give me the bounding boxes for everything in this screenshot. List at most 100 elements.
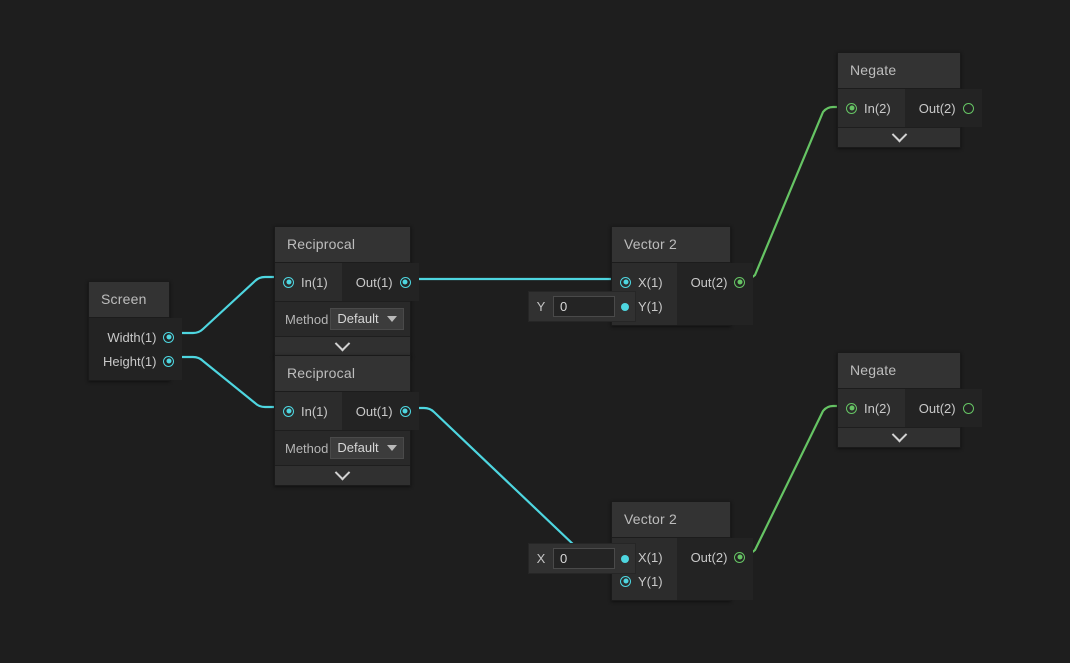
node-body: In(1) Out(1) bbox=[275, 392, 419, 430]
input-port-label: In(2) bbox=[864, 400, 891, 416]
input-port-label: Y(1) bbox=[638, 573, 663, 589]
widget-y[interactable]: Y bbox=[528, 291, 636, 322]
method-dropdown-value: Default bbox=[337, 311, 379, 326]
input-port-column: In(2) bbox=[838, 89, 905, 127]
output-port-column: Out(1) bbox=[341, 392, 419, 430]
port-out2-vector2[interactable] bbox=[962, 402, 974, 414]
output-port-column: Width(1) Height(1) bbox=[89, 318, 183, 380]
output-port-label: Out(2) bbox=[918, 100, 956, 116]
port-y1-float[interactable] bbox=[620, 575, 631, 587]
node-body: In(2) Out(2) bbox=[838, 389, 982, 427]
chevron-down-icon bbox=[891, 426, 907, 443]
wire-vector2-top-to-negate-top[interactable] bbox=[723, 105, 848, 281]
chevron-down-icon bbox=[334, 464, 351, 481]
input-port-label: In(2) bbox=[864, 100, 891, 116]
value-widget-input[interactable] bbox=[553, 548, 615, 569]
input-row[interactable]: X(1) bbox=[612, 270, 677, 294]
input-row[interactable]: Y(1) bbox=[612, 569, 677, 593]
input-port-label: In(1) bbox=[301, 274, 328, 290]
port-out1-float[interactable] bbox=[399, 405, 411, 417]
output-row[interactable]: Out(2) bbox=[905, 96, 982, 120]
node-collapse-bar[interactable] bbox=[838, 126, 960, 147]
output-row[interactable]: Out(2) bbox=[905, 396, 982, 420]
chevron-down-icon bbox=[891, 126, 907, 143]
port-in1-float[interactable] bbox=[283, 405, 294, 417]
port-in2-vector2[interactable] bbox=[846, 102, 857, 114]
chevron-down-icon bbox=[386, 315, 397, 322]
output-port-label: Out(2) bbox=[918, 400, 956, 416]
input-port-label: X(1) bbox=[638, 274, 663, 290]
output-row[interactable]: Out(2) bbox=[677, 545, 754, 569]
output-port-column: Out(2) bbox=[904, 389, 982, 427]
input-port-label: In(1) bbox=[301, 403, 328, 419]
input-row[interactable]: In(2) bbox=[838, 396, 905, 420]
port-in1-float[interactable] bbox=[283, 276, 294, 288]
method-dropdown[interactable]: Default bbox=[330, 308, 404, 330]
port-out1-float[interactable] bbox=[399, 276, 411, 288]
wire-vector2-bottom-to-negate-bottom[interactable] bbox=[723, 404, 848, 556]
input-port-label: Y(1) bbox=[638, 298, 663, 314]
property-row-method: Method Default bbox=[275, 301, 410, 336]
output-port-label: Width(1) bbox=[107, 329, 157, 345]
input-row[interactable]: In(1) bbox=[275, 399, 342, 423]
method-dropdown-value: Default bbox=[337, 440, 379, 455]
output-port-label: Out(2) bbox=[690, 274, 728, 290]
node-title-negate-top: Negate bbox=[838, 53, 960, 89]
value-widget-port[interactable] bbox=[621, 302, 629, 311]
output-port-label: Out(2) bbox=[690, 549, 728, 565]
node-collapse-bar[interactable] bbox=[838, 426, 960, 447]
input-row[interactable]: In(2) bbox=[838, 96, 905, 120]
node-collapse-bar[interactable] bbox=[275, 335, 410, 356]
node-body: In(1) Out(1) bbox=[275, 263, 419, 301]
node-title-vector2-top: Vector 2 bbox=[612, 227, 730, 263]
output-port-label: Height(1) bbox=[103, 353, 157, 369]
port-x1-float[interactable] bbox=[620, 276, 631, 288]
input-port-label: X(1) bbox=[638, 549, 663, 565]
output-port-column: Out(2) bbox=[676, 538, 754, 600]
node-title-screen: Screen bbox=[89, 282, 169, 318]
output-port-label: Out(1) bbox=[355, 403, 393, 419]
port-width1-float[interactable] bbox=[163, 331, 175, 343]
property-label: Method bbox=[285, 311, 329, 327]
input-row[interactable]: In(1) bbox=[275, 270, 342, 294]
input-port-column: In(2) bbox=[838, 389, 905, 427]
node-title-reciprocal-top: Reciprocal bbox=[275, 227, 410, 263]
output-port-label: Out(1) bbox=[355, 274, 393, 290]
output-row[interactable]: Out(2) bbox=[677, 270, 754, 294]
node-title-reciprocal-bottom: Reciprocal bbox=[275, 356, 410, 392]
output-row[interactable]: Width(1) bbox=[89, 325, 182, 349]
input-port-column: In(1) bbox=[275, 392, 342, 430]
port-height1-float[interactable] bbox=[163, 355, 175, 367]
property-row-method: Method Default bbox=[275, 430, 410, 465]
port-in2-vector2[interactable] bbox=[846, 402, 857, 414]
output-row[interactable]: Out(1) bbox=[342, 270, 419, 294]
output-port-column: Out(2) bbox=[676, 263, 754, 325]
chevron-down-icon bbox=[334, 335, 351, 352]
output-row[interactable]: Height(1) bbox=[89, 349, 182, 373]
method-dropdown[interactable]: Default bbox=[330, 437, 404, 459]
node-collapse-bar[interactable] bbox=[275, 464, 410, 485]
node-body: Width(1) Height(1) bbox=[89, 318, 183, 380]
value-widget-port[interactable] bbox=[621, 554, 629, 563]
value-widget-label: Y bbox=[536, 299, 546, 314]
value-widget-label: X bbox=[536, 551, 546, 566]
node-body: In(2) Out(2) bbox=[838, 89, 982, 127]
port-out2-vector2[interactable] bbox=[734, 276, 746, 288]
value-widget-input[interactable] bbox=[553, 296, 615, 317]
widget-x[interactable]: X bbox=[528, 543, 636, 574]
output-port-column: Out(1) bbox=[341, 263, 419, 301]
output-row[interactable]: Out(1) bbox=[342, 399, 419, 423]
node-vector2-top[interactable]: Vector 2 X(1) Y(1) Out(2) bbox=[611, 226, 754, 326]
chevron-down-icon bbox=[386, 444, 397, 451]
port-out2-vector2[interactable] bbox=[734, 551, 746, 563]
input-port-column: In(1) bbox=[275, 263, 342, 301]
port-out2-vector2[interactable] bbox=[962, 102, 974, 114]
property-label: Method bbox=[285, 440, 329, 456]
